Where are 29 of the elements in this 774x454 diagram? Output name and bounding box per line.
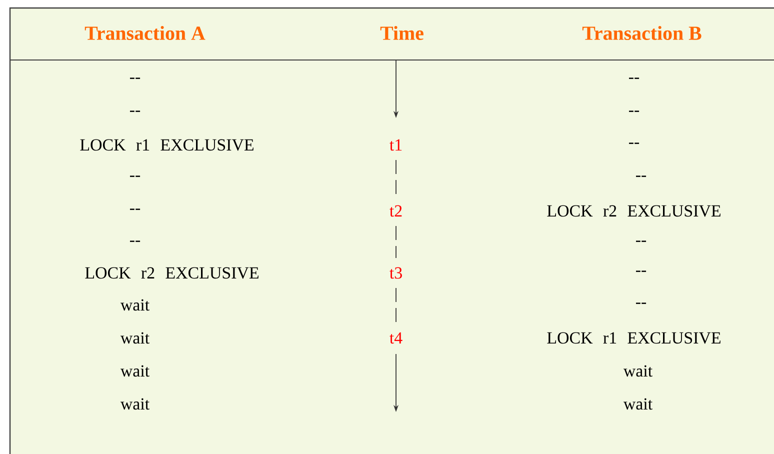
table-cell: wait (120, 365, 150, 377)
table-cell: -- (130, 110, 140, 112)
table-cell: wait (623, 365, 652, 377)
time-mark: t3 (390, 267, 402, 279)
table-cell: wait (120, 332, 150, 344)
table-cell: -- (130, 176, 140, 177)
table-cell: -- (636, 302, 646, 304)
table-cell: -- (130, 208, 140, 210)
table-cell: -- (636, 240, 646, 242)
time-mark: t4 (390, 332, 402, 344)
time-mark: t1 (390, 139, 402, 151)
table-cell: -- (629, 78, 640, 79)
table-cell: wait (120, 299, 150, 311)
table-cell: wait (120, 398, 150, 410)
table-cell: LOCK r2 EXCLUSIVE (85, 267, 258, 279)
table-cell: -- (636, 270, 646, 272)
table-cell: LOCK r2 EXCLUSIVE (547, 205, 720, 217)
time-mark: t2 (390, 205, 402, 217)
table-cell: LOCK r1 EXCLUSIVE (80, 139, 254, 151)
column-header: Transaction A (84, 26, 206, 40)
table-cell: -- (629, 142, 640, 144)
column-header: Transaction B (582, 26, 702, 40)
table-cell: LOCK r1 EXCLUSIVE (547, 332, 720, 344)
column-header: Time (380, 26, 424, 40)
table-cell: -- (629, 110, 640, 112)
table-cell: wait (623, 398, 652, 410)
table-cell: -- (130, 240, 140, 242)
table-cell: -- (636, 176, 646, 177)
table-cell: -- (130, 78, 140, 79)
